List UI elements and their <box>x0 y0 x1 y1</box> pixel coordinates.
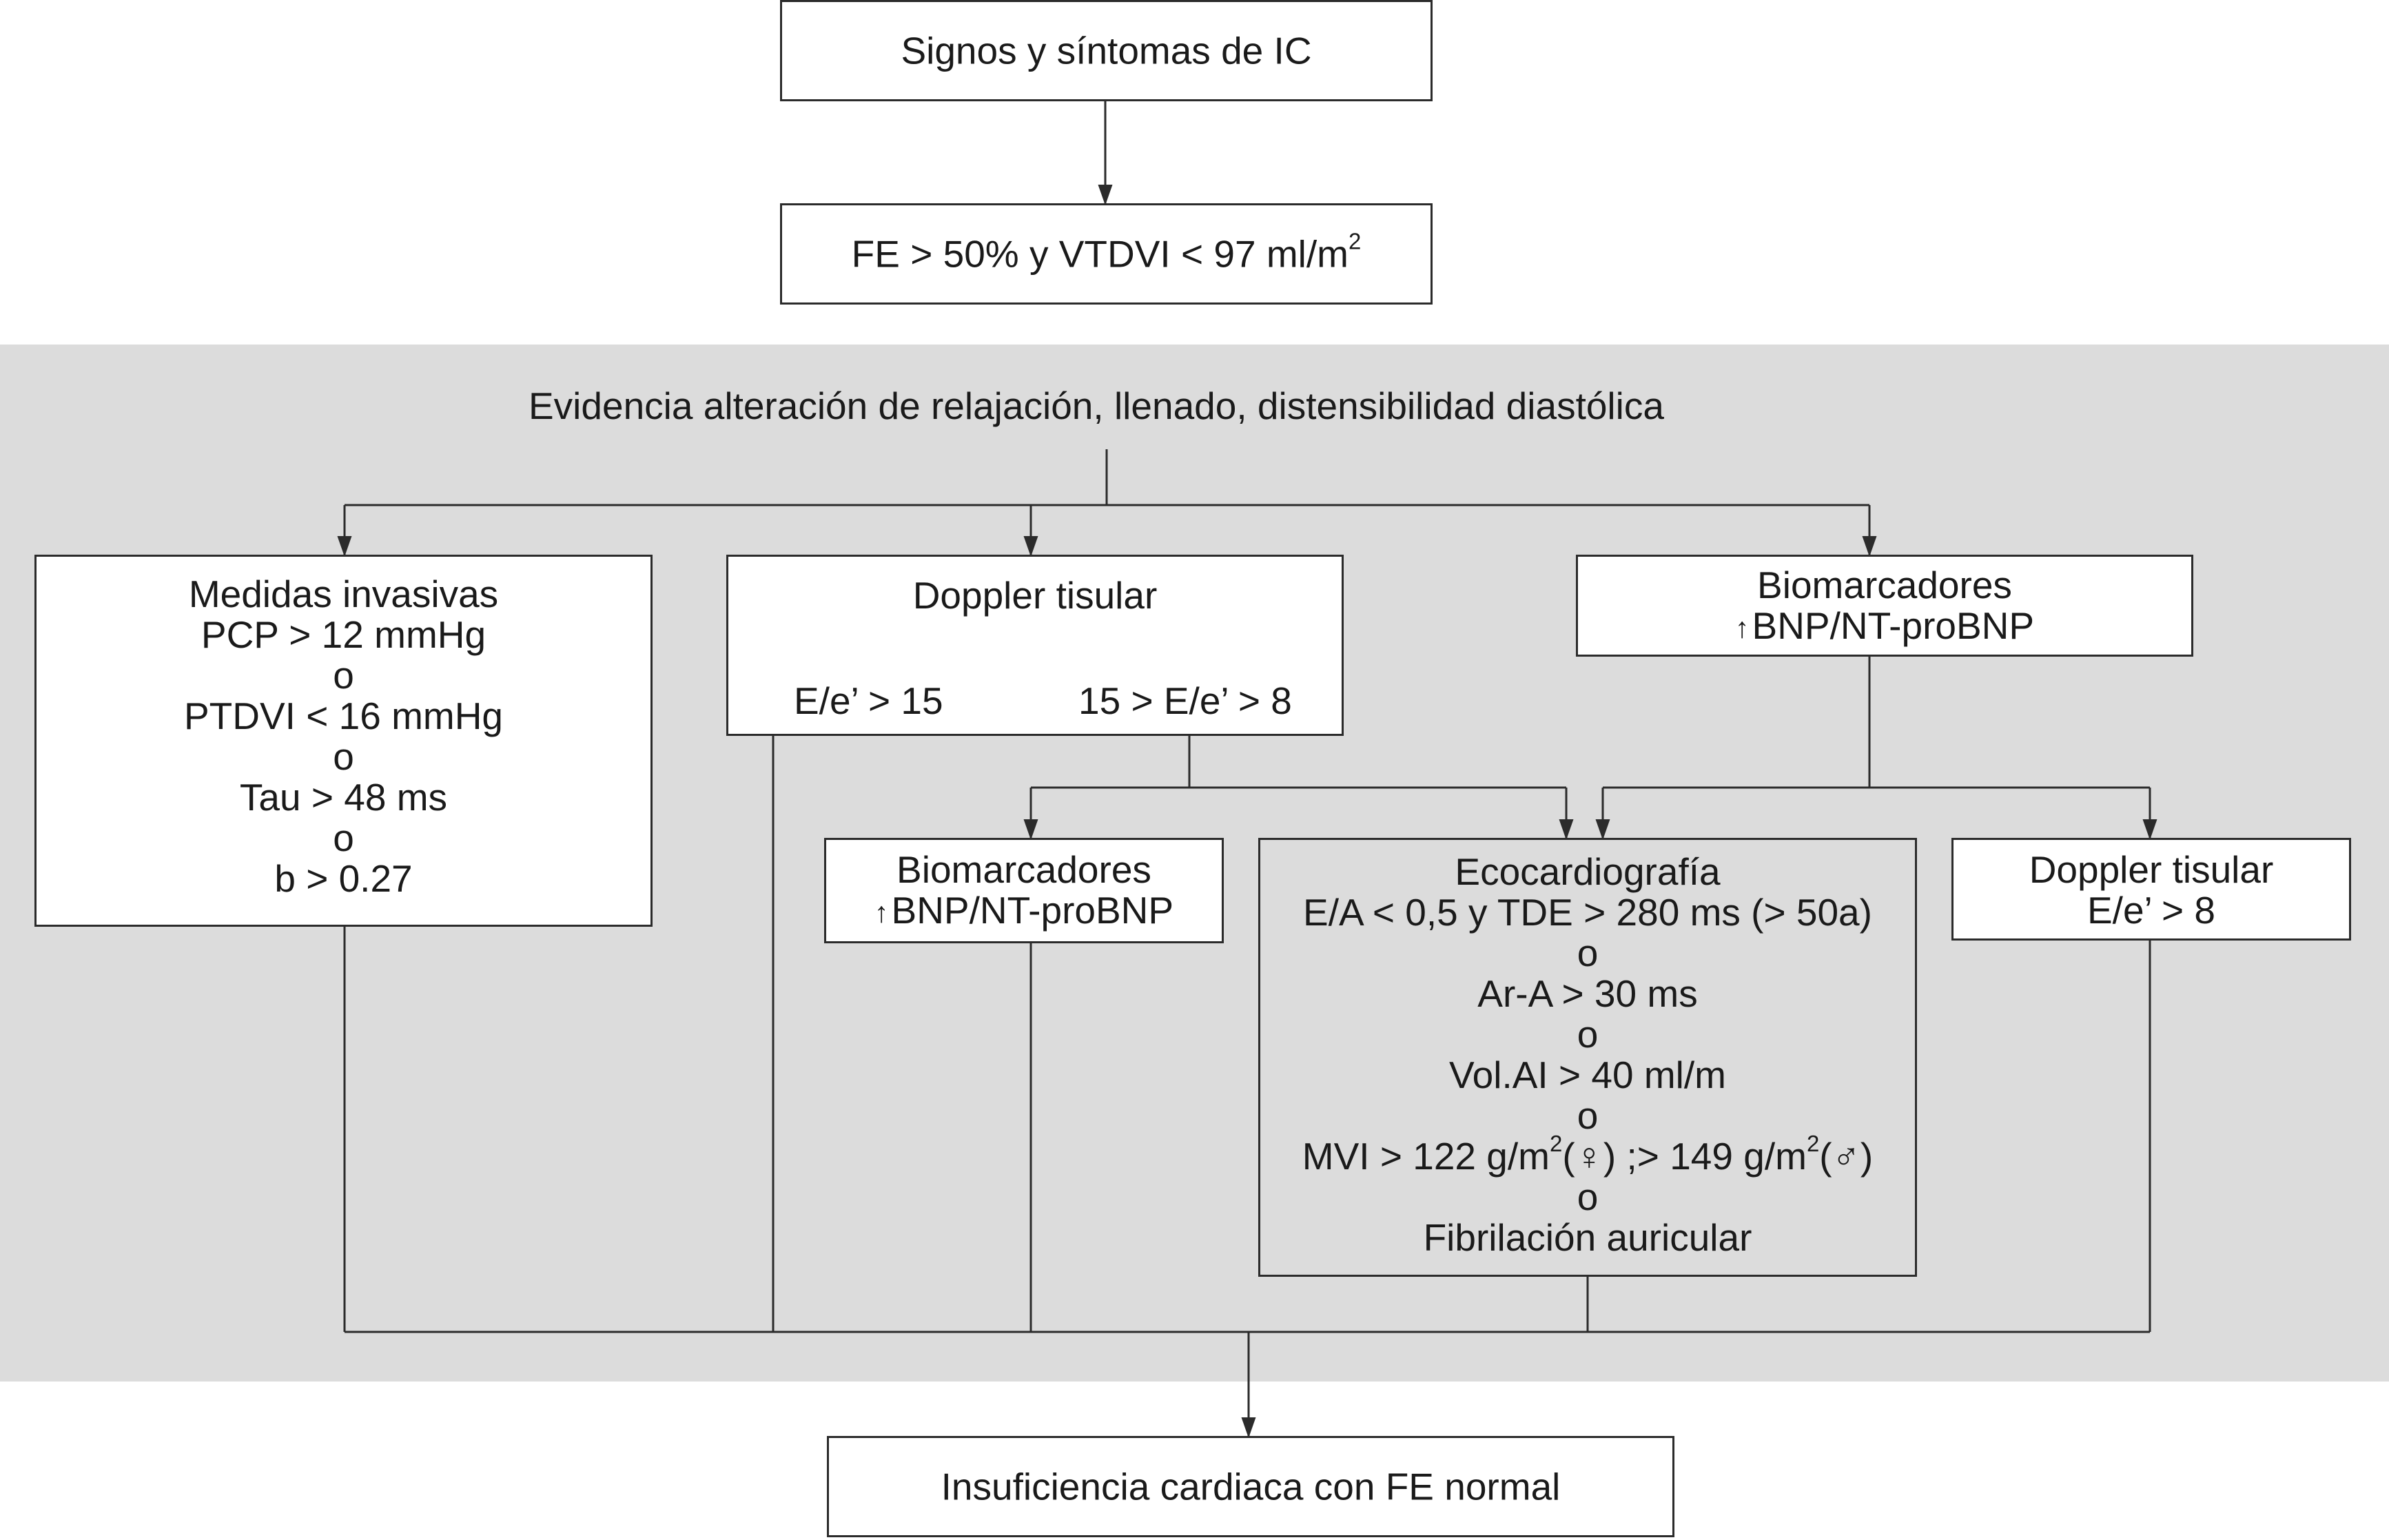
ejection-fraction-box: FE > 50% y VTDVI < 97 ml/m2 <box>780 203 1433 305</box>
echocardiography-box: Ecocardiografía E/A < 0,5 y TDE > 280 ms… <box>1258 838 1917 1277</box>
biomarkers-sub-box: Biomarcadores ↑BNP/NT-proBNP <box>824 838 1224 943</box>
echo-ea-ratio: E/A < 0,5 y TDE > 280 ms (> 50a) <box>1303 891 1872 934</box>
doppler-sub-title: Doppler tisular <box>2029 848 2274 891</box>
result-label: Insuficiencia cardiaca con FE normal <box>941 1465 1561 1508</box>
up-arrow-icon: ↑ <box>874 896 889 928</box>
echo-or: o <box>1577 932 1599 974</box>
doppler-tissue-sub-box: Doppler tisular E/e’ > 8 <box>1951 838 2351 941</box>
doppler-tissue-box: Doppler tisular E/e’ > 15 15 > E/e’ > 8 <box>726 555 1344 736</box>
echo-left-atrial-volume: Vol.AI > 40 ml/m <box>1449 1054 1726 1096</box>
invasive-measures-box: Medidas invasivas PCP > 12 mmHg o PTDVI … <box>34 555 653 927</box>
invasive-title: Medidas invasivas <box>188 573 499 615</box>
biomarkers-title: Biomarcadores <box>1757 564 2012 606</box>
mvi-superscript: 2 <box>1550 1131 1563 1157</box>
mvi-part-c: (♂) <box>1819 1135 1874 1178</box>
biomarkers-sub-value: BNP/NT-proBNP <box>891 889 1174 932</box>
panel-title: Evidencia alteración de relajación, llen… <box>529 384 1664 427</box>
biomarkers-sub-value-line: ↑BNP/NT-proBNP <box>826 890 1222 933</box>
biomarkers-value-line: ↑BNP/NT-proBNP <box>1578 606 2191 648</box>
invasive-line: o <box>333 817 354 859</box>
invasive-line: b > 0.27 <box>274 857 413 900</box>
signs-symptoms-label: Signos y síntomas de IC <box>901 29 1312 72</box>
result-box: Insuficiencia cardiaca con FE normal <box>827 1436 1674 1537</box>
invasive-line: Tau > 48 ms <box>239 776 448 819</box>
up-arrow-icon: ↑ <box>1734 611 1750 644</box>
doppler-mid-ratio: 15 > E/e’ > 8 <box>1078 679 1292 722</box>
echo-ventricular-mass: MVI > 122 g/m2(♀) ;> 149 g/m2(♂) <box>1260 1132 1915 1178</box>
biomarkers-box: Biomarcadores ↑BNP/NT-proBNP <box>1576 555 2193 657</box>
mvi-superscript: 2 <box>1806 1131 1820 1157</box>
mvi-part-a: MVI > 122 g/m <box>1302 1135 1550 1178</box>
invasive-line: PCP > 12 mmHg <box>201 613 486 656</box>
mvi-part-b: (♀) ;> 149 g/m <box>1562 1135 1807 1178</box>
signs-symptoms-box: Signos y síntomas de IC <box>780 0 1433 101</box>
invasive-line: o <box>333 735 354 778</box>
echo-or: o <box>1577 1175 1599 1218</box>
echo-or: o <box>1577 1094 1599 1137</box>
doppler-sub-value: E/e’ > 8 <box>2086 889 2215 932</box>
echo-ar-a: Ar-A > 30 ms <box>1477 972 1698 1015</box>
echo-title: Ecocardiografía <box>1455 850 1721 893</box>
biomarkers-value: BNP/NT-proBNP <box>1752 604 2035 647</box>
ejection-fraction-text: FE > 50% y VTDVI < 97 ml/m <box>851 232 1349 275</box>
biomarkers-sub-title: Biomarcadores <box>896 848 1151 891</box>
invasive-line: o <box>333 654 354 697</box>
doppler-title: Doppler tisular <box>912 574 1158 617</box>
invasive-line: PTDVI < 16 mmHg <box>183 695 504 737</box>
ejection-fraction-label: FE > 50% y VTDVI < 97 ml/m2 <box>782 229 1431 275</box>
doppler-high-ratio: E/e’ > 15 <box>794 679 943 722</box>
echo-or: o <box>1577 1013 1599 1056</box>
echo-atrial-fibrillation: Fibrilación auricular <box>1423 1216 1752 1259</box>
ejection-fraction-superscript: 2 <box>1348 228 1362 254</box>
